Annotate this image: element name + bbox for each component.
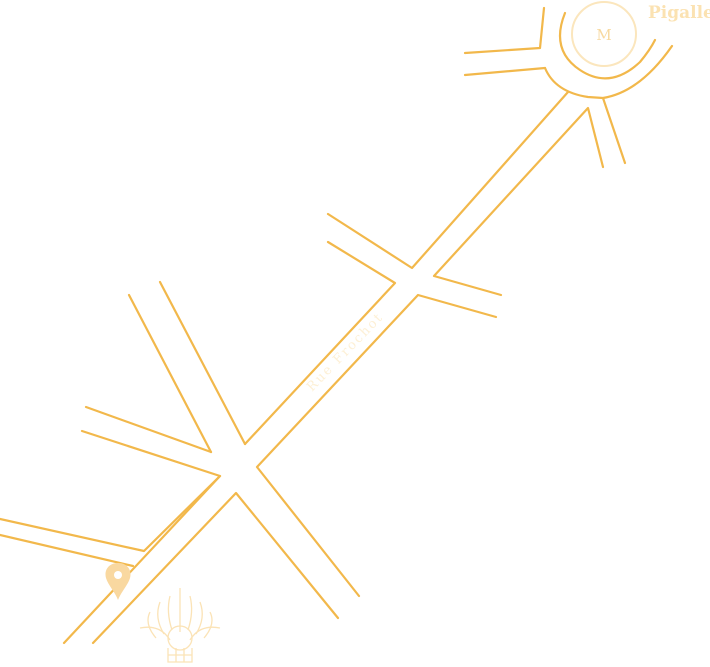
road-top-left-branch-north xyxy=(463,6,546,55)
road-west-branch-north-edge xyxy=(0,474,222,553)
street-name-label: Rue Frochot xyxy=(304,310,387,395)
road-roundabout-inner xyxy=(558,11,657,80)
road-network xyxy=(0,6,674,645)
road-main-east-edge-3 xyxy=(432,106,605,297)
road-main-west-edge-4 xyxy=(326,90,570,270)
road-top-left-branch-south xyxy=(463,66,547,77)
metro-symbol: M xyxy=(596,26,611,44)
road-northwest-branch-north-edge xyxy=(84,405,213,454)
road-west-branch-south-edge xyxy=(0,533,135,568)
metro-station-marker[interactable]: M xyxy=(571,1,637,67)
road-north-street-east-edge xyxy=(158,280,247,446)
road-main-west-edge xyxy=(62,429,222,645)
location-pin-icon[interactable] xyxy=(105,563,131,600)
road-main-east-edge-2 xyxy=(255,293,498,598)
road-main-east-edge xyxy=(91,491,340,645)
road-main-west-edge-2 xyxy=(127,293,213,454)
road-main-west-edge-3 xyxy=(243,240,397,446)
station-name-label: Pigalle xyxy=(648,3,710,23)
flame-crest-logo-icon xyxy=(139,588,221,663)
metro-icon xyxy=(571,1,637,67)
road-top-south-exit xyxy=(601,96,627,165)
